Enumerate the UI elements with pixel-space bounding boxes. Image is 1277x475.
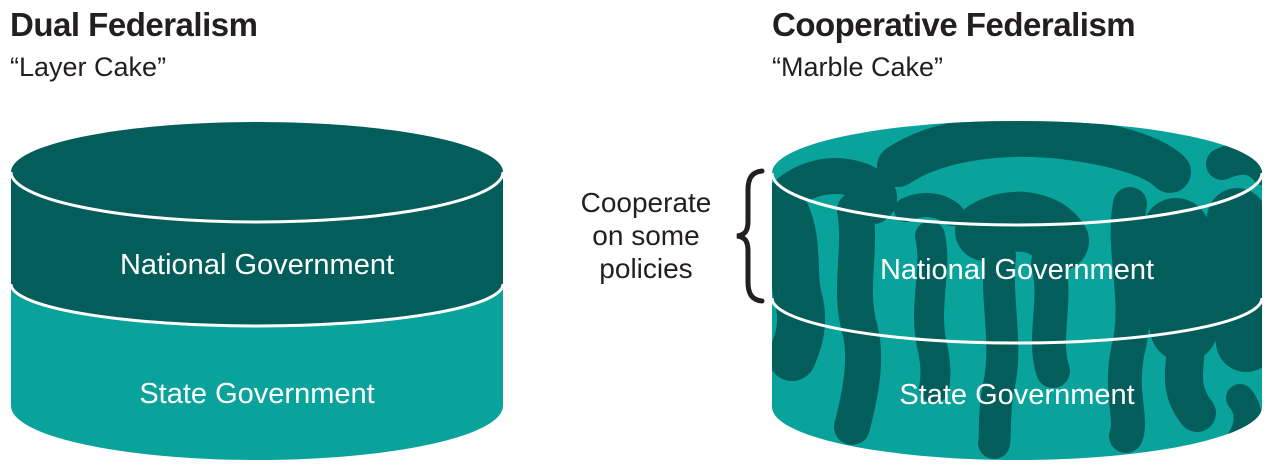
right-national-government-label: National Government (879, 254, 1155, 286)
marble-blob (1206, 142, 1262, 186)
marble-blob (894, 193, 964, 226)
marble-blob (1164, 305, 1216, 432)
marble-blob (1107, 187, 1150, 453)
curly-brace-icon (736, 168, 765, 304)
marble-pattern (772, 121, 1262, 459)
marble-blob (1207, 188, 1262, 372)
right-state-government-label: State Government (899, 379, 1135, 411)
marble-cake (770, 121, 1264, 460)
layer-cake (9, 122, 505, 460)
layer-cake-divider-line (9, 283, 505, 328)
marble-blob (834, 192, 882, 445)
left-panel-title: Dual Federalism (10, 6, 258, 43)
layer-cake-state-layer (11, 284, 503, 460)
marble-blob (877, 121, 1191, 193)
marble-blob (772, 158, 897, 224)
marble-blob (1031, 246, 1070, 388)
layer-cake-national-layer (11, 122, 503, 326)
right-panel-title: Cooperative Federalism (772, 6, 1136, 43)
marble-blob (955, 191, 1089, 271)
marble-blob (978, 240, 1019, 459)
marble-cake-rim-line (770, 172, 1264, 227)
left-state-government-label: State Government (139, 378, 375, 410)
right-panel-subtitle: “Marble Cake” (772, 52, 944, 82)
cooperate-annotation: Cooperate on some policies (580, 187, 712, 284)
marble-blob (913, 221, 951, 403)
marble-blob (772, 186, 826, 381)
layer-cake-rim-line (9, 171, 505, 224)
left-national-government-label: National Government (119, 249, 395, 281)
left-panel-subtitle: “Layer Cake” (10, 52, 167, 82)
marble-cake-divider-line (770, 297, 1264, 345)
